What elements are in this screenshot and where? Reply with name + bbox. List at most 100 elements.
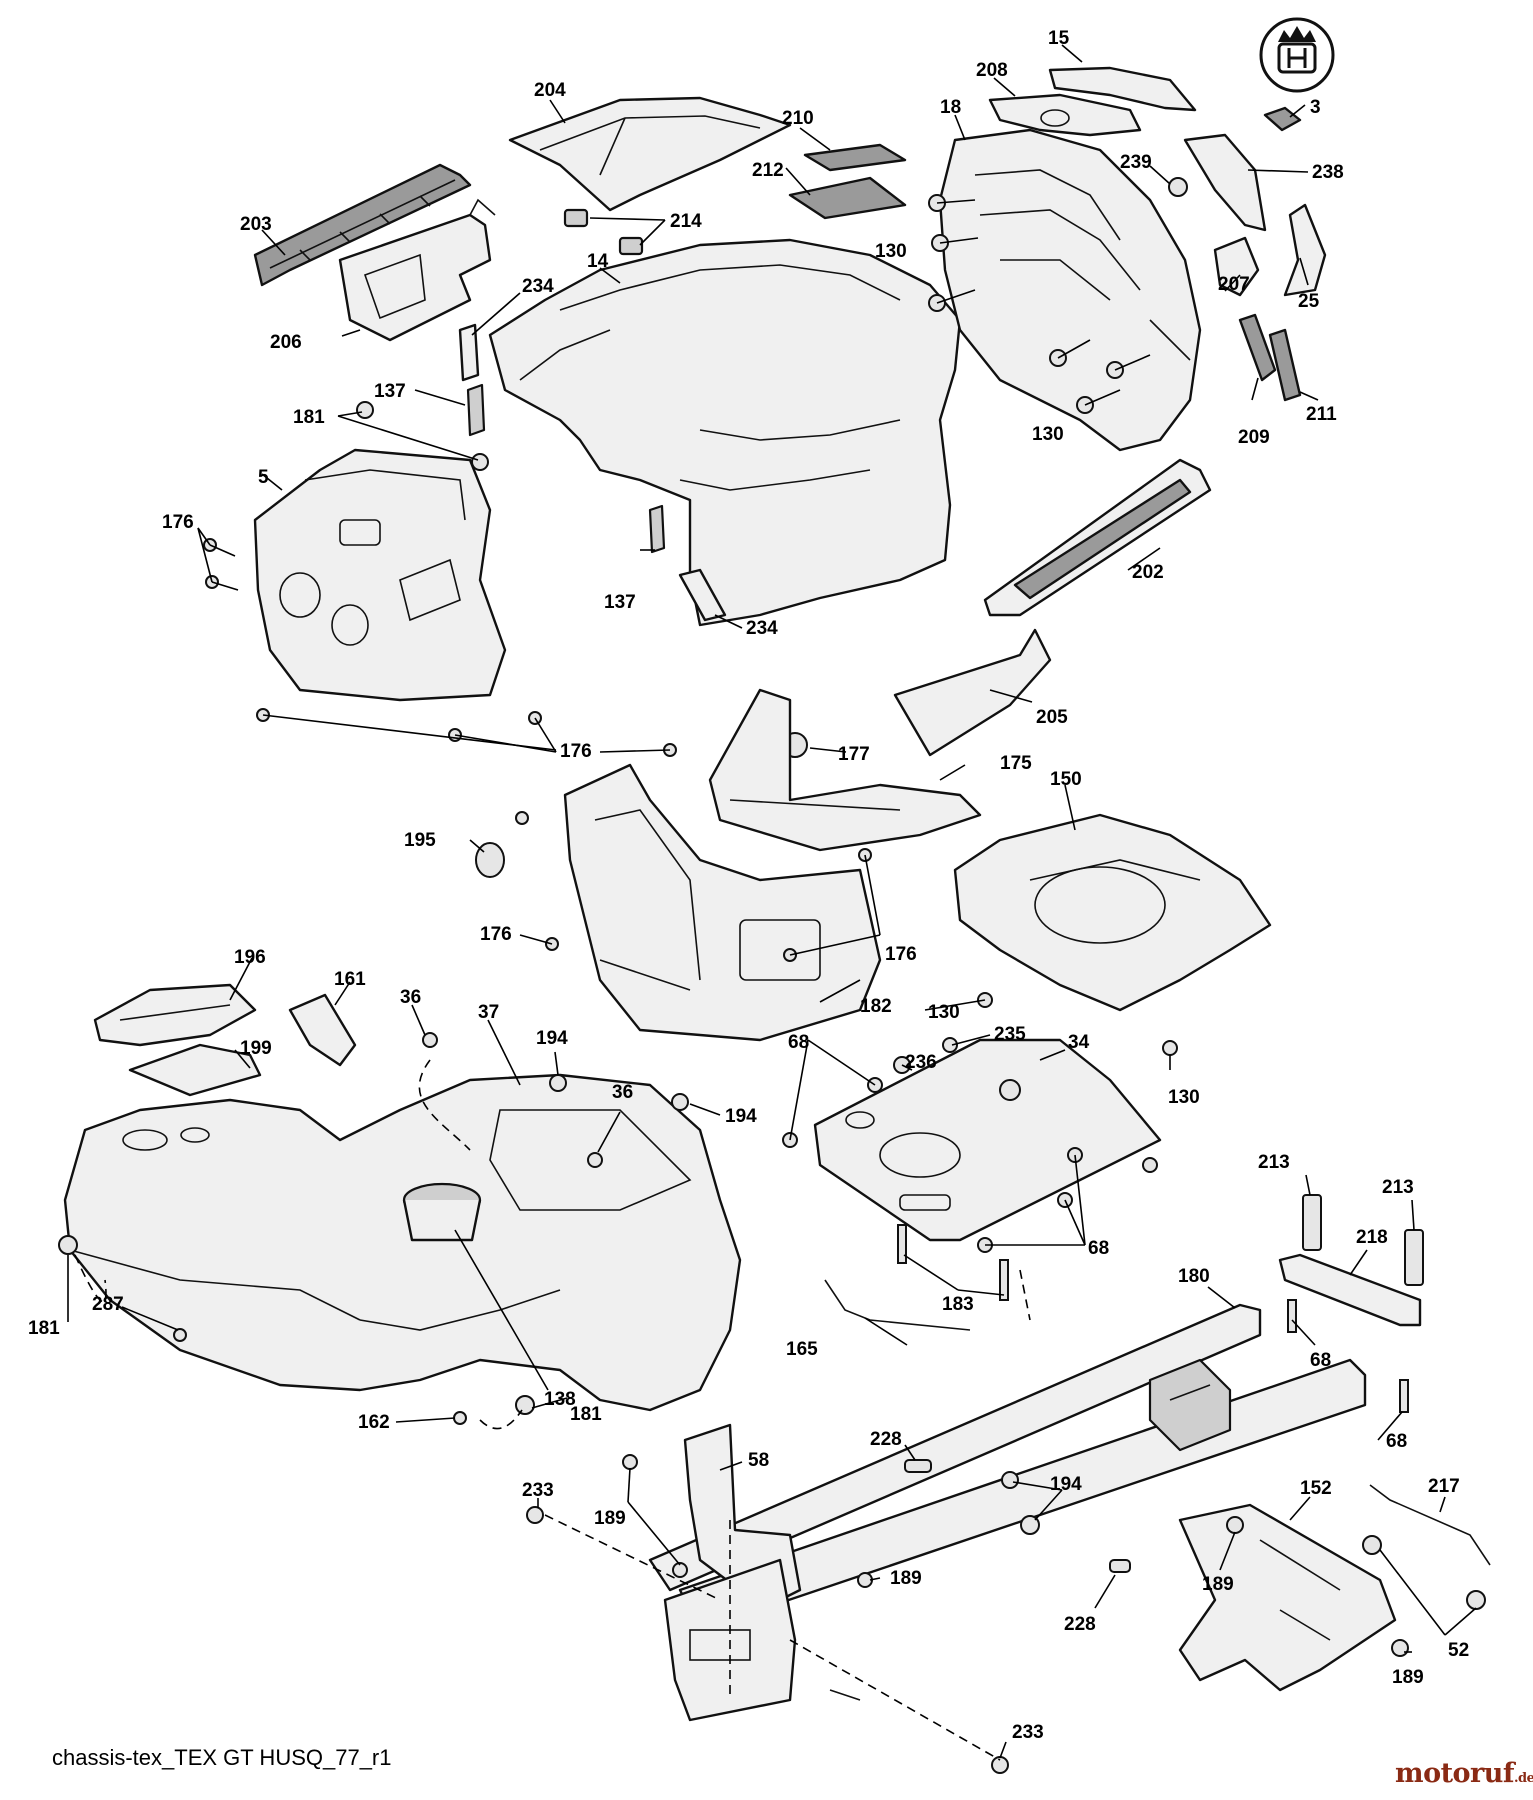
callout-189-c: 189 (1202, 1574, 1234, 1595)
callout-218: 218 (1356, 1227, 1388, 1248)
screw-233-a (526, 1506, 544, 1524)
callout-137-a: 137 (374, 381, 406, 402)
callout-213-b: 213 (1382, 1177, 1414, 1198)
part-mesh-211 (1268, 328, 1302, 402)
part-insert-234-top (458, 323, 480, 382)
part-nut-194-b (671, 1093, 689, 1111)
part-bracket-218 (1278, 1253, 1422, 1327)
callout-205: 205 (1036, 707, 1068, 728)
callout-176-a: 176 (162, 512, 194, 533)
bolts-213 (1302, 1194, 1424, 1286)
nut-194-d (1020, 1515, 1040, 1535)
callout-189-a: 189 (594, 1508, 626, 1529)
callout-68-a: 68 (788, 1032, 809, 1053)
watermark-main: motoruf (1395, 1758, 1515, 1789)
watermark-suffix: .de (1514, 1771, 1533, 1786)
callout-130-a: 130 (875, 241, 907, 262)
callout-234-a: 234 (522, 276, 554, 297)
callout-195: 195 (404, 830, 436, 851)
callout-233-b: 233 (1012, 1722, 1044, 1743)
pin-228-a (904, 1459, 932, 1473)
callout-194-a: 194 (536, 1028, 568, 1049)
part-seat-trim-161 (288, 993, 357, 1067)
callout-14: 14 (587, 251, 609, 272)
callout-36-a: 36 (400, 987, 421, 1008)
part-grommet-181-c (58, 1235, 78, 1255)
part-cap-207 (1213, 236, 1260, 297)
callout-203: 203 (240, 214, 272, 235)
callout-177: 177 (838, 744, 870, 765)
callout-194-b: 194 (725, 1106, 757, 1127)
part-hood-cap (508, 96, 792, 212)
callout-196: 196 (234, 947, 266, 968)
callout-236: 236 (905, 1052, 937, 1073)
callout-175: 175 (1000, 753, 1032, 774)
callout-209: 209 (1238, 427, 1270, 448)
part-grommet-181-d (515, 1395, 535, 1415)
part-frame-180 (648, 1303, 1367, 1632)
callout-36-b: 36 (612, 1082, 633, 1103)
callout-15: 15 (1048, 28, 1070, 49)
callout-165: 165 (786, 1339, 818, 1360)
callout-228-a: 228 (870, 1429, 902, 1450)
callout-labels: 15 208 18 3 204 210 212 214 239 238 203 … (28, 28, 1469, 1743)
part-mesh-209 (1238, 313, 1277, 382)
part-panel-208 (988, 93, 1142, 137)
callout-194-c: 194 (1050, 1474, 1082, 1495)
part-clip-214-b (618, 236, 644, 256)
callout-161: 161 (334, 969, 366, 990)
part-front-nose-18 (938, 128, 1202, 452)
part-nut-194-a (549, 1074, 567, 1092)
part-mesh-210 (803, 143, 907, 172)
callout-217: 217 (1428, 1476, 1460, 1497)
callout-287: 287 (92, 1294, 124, 1315)
callout-210: 210 (782, 108, 814, 129)
bolts-183 (897, 1224, 1009, 1301)
part-trim-15 (1048, 66, 1197, 112)
callout-235: 235 (994, 1024, 1026, 1045)
callout-239: 239 (1120, 152, 1152, 173)
part-grommet-181-a (356, 401, 374, 419)
callout-162: 162 (358, 1412, 390, 1433)
callout-34: 34 (1068, 1032, 1090, 1053)
husqvarna-crown-logo (1259, 17, 1335, 93)
callout-182: 182 (860, 996, 892, 1017)
callout-130-c: 130 (928, 1002, 960, 1023)
callout-211: 211 (1306, 404, 1337, 425)
callout-176-b: 176 (560, 741, 592, 762)
leader-lines (67, 44, 1477, 1761)
part-washer-239 (1168, 177, 1188, 197)
part-fuel-neck-138 (402, 1182, 482, 1242)
callout-208: 208 (976, 60, 1008, 81)
part-seat-trim-196 (93, 983, 257, 1047)
callout-130-b: 130 (1032, 424, 1064, 445)
part-screw-36-a (422, 1032, 438, 1048)
part-screw-287 (173, 1328, 187, 1342)
part-dash-tower-182 (563, 763, 882, 1042)
screw-189-e (1391, 1639, 1409, 1657)
callout-181-a: 181 (293, 407, 325, 428)
callout-204: 204 (534, 80, 566, 101)
callout-189-b: 189 (890, 1568, 922, 1589)
callout-206: 206 (270, 332, 302, 353)
callout-238: 238 (1312, 162, 1344, 183)
callout-181-b: 181 (28, 1318, 60, 1339)
callout-234-b: 234 (746, 618, 778, 639)
callout-3: 3 (1310, 97, 1321, 118)
callout-68-b: 68 (1310, 1350, 1331, 1371)
callout-25: 25 (1298, 291, 1320, 312)
watermark-logo: motoruf.de (1395, 1758, 1533, 1789)
callout-176-c: 176 (480, 924, 512, 945)
part-fender-main (63, 1073, 742, 1412)
part-dash-panel-5 (253, 448, 507, 702)
part-cover-152 (1178, 1503, 1397, 1692)
screw-130-group-top (928, 194, 1151, 414)
callout-213-a: 213 (1258, 1152, 1290, 1173)
part-clip-214-a (563, 208, 589, 228)
part-mesh-212 (788, 176, 907, 220)
callout-214: 214 (670, 211, 702, 232)
callout-37: 37 (478, 1002, 499, 1023)
part-bracket-175 (708, 688, 982, 852)
callout-181-c: 181 (570, 1404, 602, 1425)
part-insert-234-bottom (678, 568, 727, 622)
